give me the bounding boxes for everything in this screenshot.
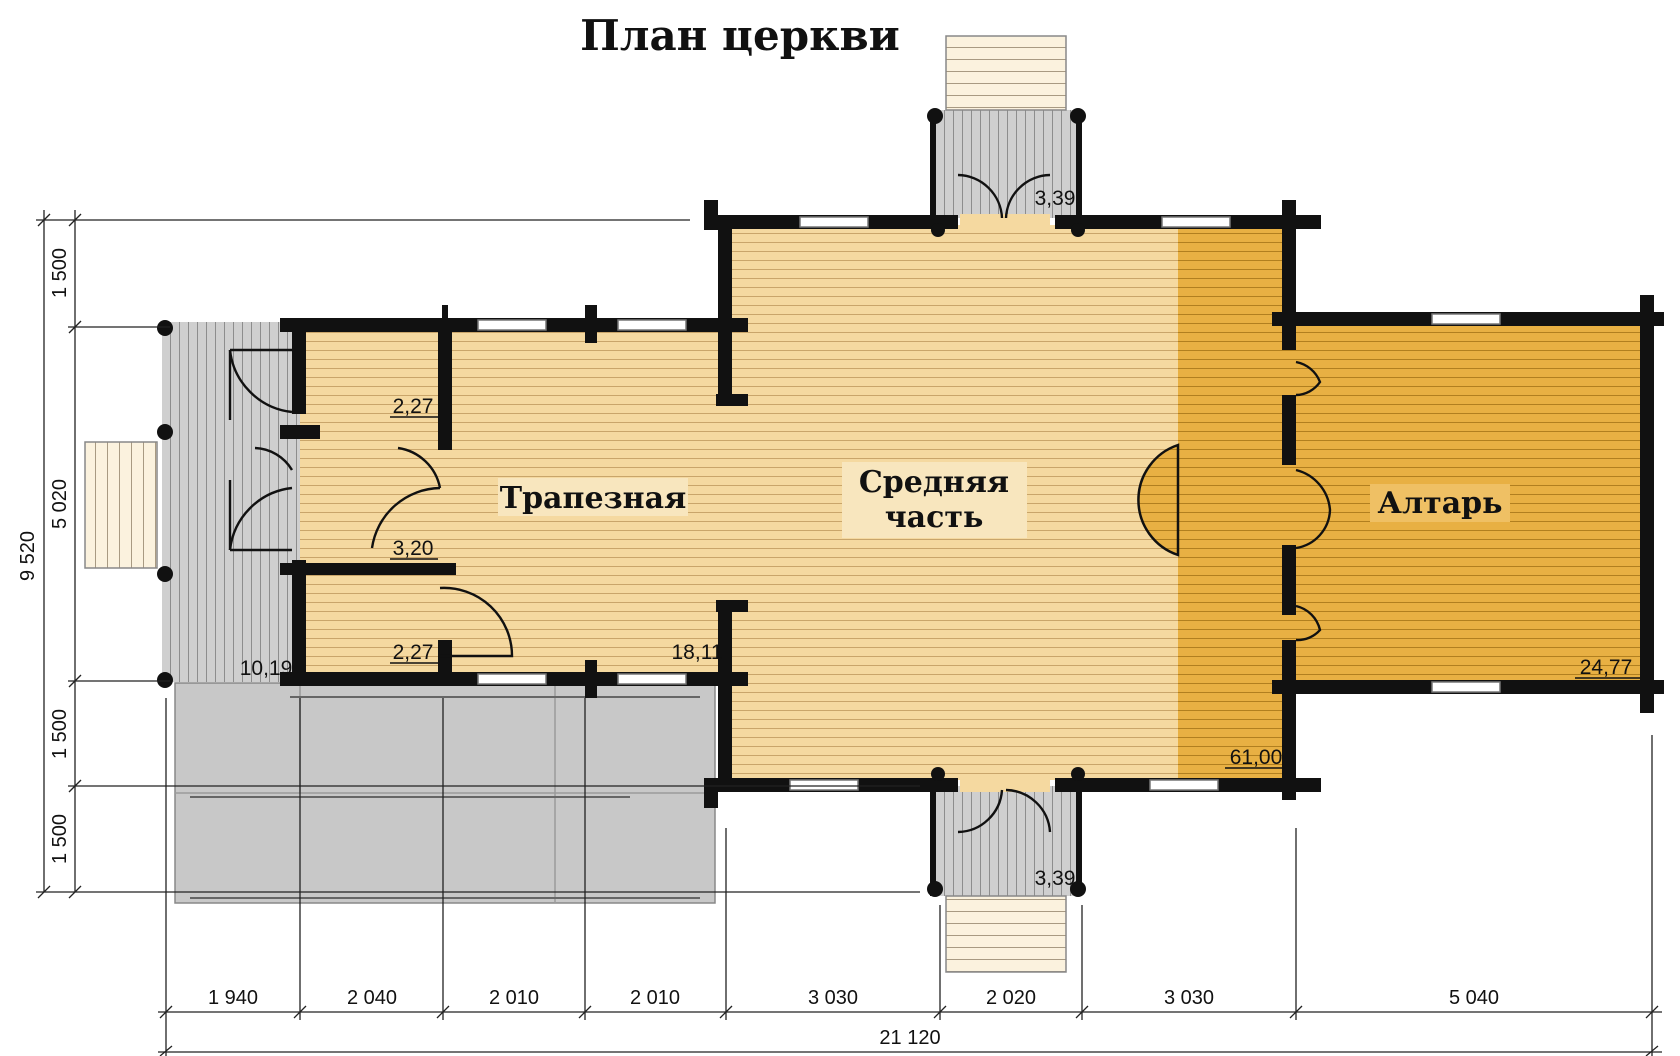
dim-v-total: 9 520 [17,531,39,581]
area-labels: 3,39 3,39 2,27 2,27 3,20 10,19 18,11 61,… [240,187,1640,890]
south-porch-floor [932,786,1080,896]
dim-h-5: 3 030 [808,987,858,1009]
north-steps [945,35,1067,111]
area-altar: 24,77 [1580,656,1633,679]
area-refectory: 18,11 [672,641,723,664]
dim-h-6: 2 020 [986,987,1036,1009]
dim-v-3: 1 500 [49,709,71,759]
windows [477,216,1501,791]
area-closet-top: 2,27 [393,395,434,418]
dim-h-2: 2 040 [347,987,397,1009]
dim-h-8: 5 040 [1449,987,1499,1009]
south-steps [945,895,1067,973]
west-steps [84,441,158,569]
horizontal-dimensions: 1 940 2 040 2 010 2 010 3 030 2 020 3 03… [158,698,1662,1056]
room-label-refectory: Трапезная [500,481,687,516]
area-north-porch: 3,39 [1035,187,1076,210]
dim-h-7: 3 030 [1164,987,1214,1009]
room-label-middle-line1: Средняя [859,465,1009,500]
area-west-porch: 10,19 [240,657,293,680]
dim-h-1: 1 940 [208,987,258,1009]
area-middle: 61,00 [1230,746,1283,769]
dim-h-3: 2 010 [489,987,539,1009]
dim-h-4: 2 010 [630,987,680,1009]
doors [228,173,1332,834]
area-closet-bottom: 2,27 [393,641,434,664]
dim-v-2: 5 020 [49,479,71,529]
vertical-dimensions: 1 500 5 020 1 500 1 500 9 520 [17,210,920,899]
porch-posts [157,108,1086,897]
plan-title: План церкви [580,11,900,60]
north-porch-floor [932,110,1080,218]
area-south-porch: 3,39 [1035,867,1076,890]
soleya-floor [1178,225,1294,780]
dim-h-total: 21 120 [879,1027,940,1049]
room-label-middle-line2: часть [885,500,984,535]
area-vestibule: 3,20 [393,537,434,560]
dim-v-4: 1 500 [49,814,71,864]
dim-v-1: 1 500 [49,248,71,298]
ambo [1137,443,1180,557]
room-label-altar: Алтарь [1378,486,1503,521]
